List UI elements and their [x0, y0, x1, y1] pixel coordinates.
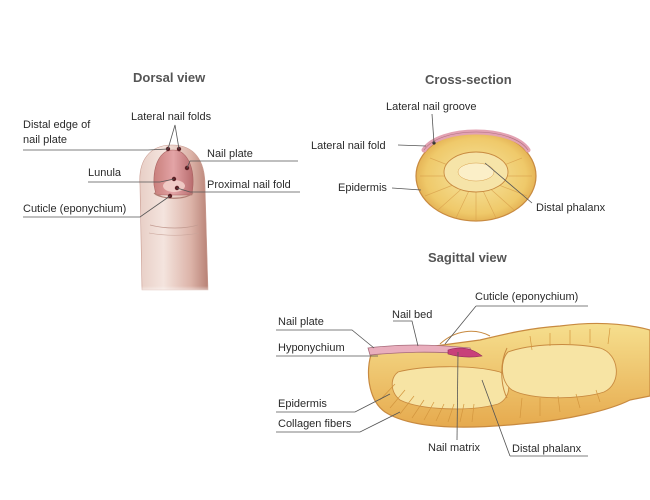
- cross-section-illustration: [415, 129, 537, 222]
- leader-nail-plate: [276, 329, 375, 349]
- leader-lateral-nail-fold: [397, 144, 427, 147]
- label-nail-matrix: Nail matrix: [428, 442, 480, 454]
- leader-nail-plate: [186, 160, 298, 169]
- leader-lunula: [88, 178, 175, 183]
- label-epidermis: Epidermis: [338, 182, 387, 194]
- dorsal-view: Dorsal view Distal edge o: [23, 70, 300, 295]
- leader-nail-bed: [393, 320, 419, 347]
- label-collagen-fibers: Collagen fibers: [278, 418, 352, 430]
- label-lateral-nail-groove: Lateral nail groove: [386, 101, 477, 113]
- label-lateral-nail-fold: Lateral nail fold: [311, 140, 386, 152]
- label-nail-plate: Nail plate: [207, 148, 253, 160]
- leader-nail-matrix: [456, 351, 459, 441]
- label-distal-phalanx: Distal phalanx: [512, 443, 582, 455]
- leader-epidermis: [276, 393, 391, 413]
- label-lateral-nail-folds: Lateral nail folds: [131, 111, 212, 123]
- leader-cuticle: [23, 195, 171, 218]
- sagittal-illustration: [367, 322, 650, 428]
- sagittal-nail-matrix: [447, 347, 483, 358]
- label-hyponychium: Hyponychium: [278, 342, 345, 354]
- leader-lateral-folds: [167, 124, 180, 150]
- leader-lateral-nail-groove: [431, 113, 435, 144]
- label-lunula: Lunula: [88, 167, 122, 179]
- leader-distal-phalanx: [484, 162, 533, 204]
- label-nail-plate: Nail plate: [278, 316, 324, 328]
- cross-section: Cross-section: [311, 72, 606, 222]
- label-distal-phalanx: Distal phalanx: [536, 202, 606, 214]
- dorsal-lunula: [163, 180, 185, 192]
- leader-distal-phalanx: [481, 379, 588, 457]
- leader-epidermis: [391, 187, 422, 191]
- leader-collagen-fibers: [276, 411, 401, 433]
- leader-distal-edge: [23, 148, 169, 151]
- cross-section-title: Cross-section: [425, 72, 512, 87]
- label-epidermis: Epidermis: [278, 398, 327, 410]
- dorsal-view-title: Dorsal view: [133, 70, 206, 85]
- sagittal-view: Sagittal view: [276, 250, 650, 457]
- leader-proximal-fold: [176, 187, 300, 193]
- leader-cuticle: [444, 305, 588, 345]
- label-nail-bed: Nail bed: [392, 309, 432, 321]
- finger-illustration: [130, 144, 220, 295]
- label-cuticle: Cuticle (eponychium): [23, 203, 126, 215]
- label-proximal-nail-fold: Proximal nail fold: [207, 179, 291, 191]
- label-cuticle: Cuticle (eponychium): [475, 291, 578, 303]
- label-distal-edge-line2: nail plate: [23, 134, 67, 146]
- label-distal-edge-line1: Distal edge of: [23, 119, 91, 131]
- sagittal-view-title: Sagittal view: [428, 250, 508, 265]
